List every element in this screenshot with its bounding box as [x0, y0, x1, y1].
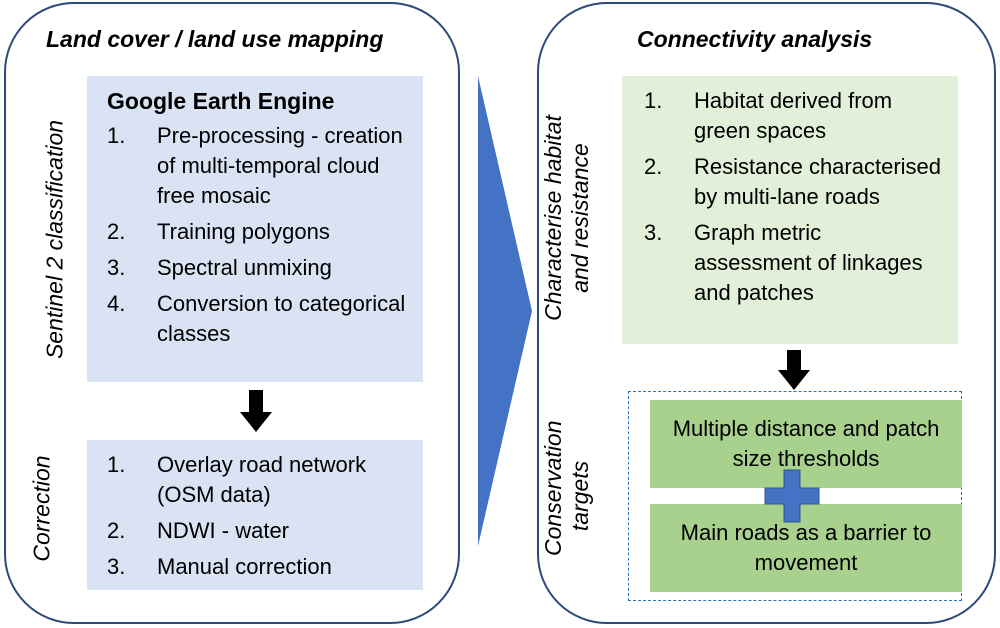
vertical-label-conservation: Conservation targets [540, 420, 593, 556]
habitat-step: 3.Graph metric assessment of linkages an… [644, 220, 923, 305]
correction-step: 1.Overlay road network (OSM data) [107, 452, 367, 507]
gee-box: Google Earth Engine 1.Pre-processing - c… [87, 76, 423, 382]
conservation-targets-group [628, 391, 962, 601]
gee-step: 1.Pre-processing - creation of multi-tem… [107, 123, 403, 208]
habitat-step: 2.Resistance characterised by multi-lane… [644, 154, 942, 209]
correction-step: 2.NDWI - water [107, 518, 289, 543]
gee-step: 2.Training polygons [107, 219, 330, 244]
habitat-steps: 1.Habitat derived from green spaces 2.Re… [644, 86, 944, 308]
panel-title-left: Land cover / land use mapping [46, 26, 384, 52]
gee-heading: Google Earth Engine [107, 88, 335, 114]
arrow-down-icon [778, 350, 810, 390]
triangle-right-icon [478, 76, 532, 546]
habitat-box: 1.Habitat derived from green spaces 2.Re… [622, 76, 958, 344]
plus-icon [764, 469, 820, 523]
target-box-roads: Main roads as a barrier to movement [650, 504, 962, 592]
arrow-down-icon [240, 390, 272, 432]
target-box-thresholds: Multiple distance and patch size thresho… [650, 400, 962, 488]
correction-box: 1.Overlay road network (OSM data) 2.NDWI… [87, 440, 423, 590]
panel-title-right: Connectivity analysis [637, 26, 873, 52]
correction-step: 3.Manual correction [107, 554, 332, 579]
vertical-label-sentinel: Sentinel 2 classification [41, 119, 68, 360]
gee-steps: 1.Pre-processing - creation of multi-tem… [107, 121, 409, 349]
gee-step: 4.Conversion to categorical classes [107, 291, 406, 346]
habitat-step: 1.Habitat derived from green spaces [644, 88, 893, 143]
correction-steps: 1.Overlay road network (OSM data) 2.NDWI… [107, 450, 409, 582]
vertical-label-correction: Correction [28, 455, 55, 562]
vertical-label-habitat: Characterise habitat and resistance [540, 115, 593, 321]
gee-step: 3.Spectral unmixing [107, 255, 332, 280]
